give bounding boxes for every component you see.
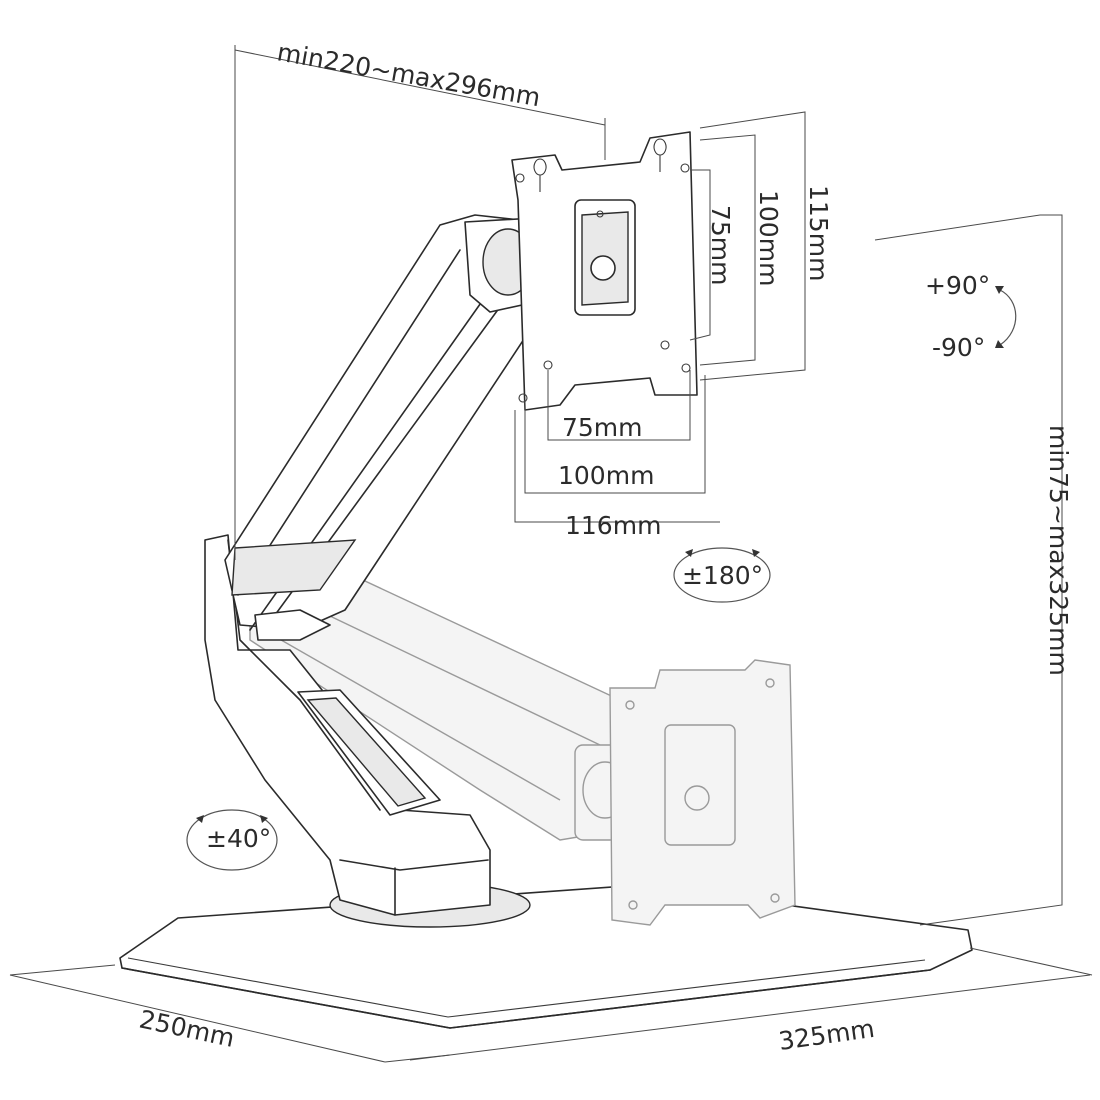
tilt-minus-label: -90° [932,333,985,362]
tilt-indicator [995,286,1017,348]
vesa-horizontal-100-label: 100mm [558,461,654,490]
plate-width-116-label: 116mm [565,511,661,540]
swivel-head-indicator [673,547,771,603]
height-range-label: min75~max325mm [1044,425,1073,676]
swivel-head-label: ±180° [682,561,763,590]
swivel-base-label: ±40° [206,824,271,853]
dimension-lines [9,45,1093,1063]
vesa-vertical-75-label: 75mm [706,205,735,286]
main-arm-raised [224,214,546,641]
vesa-horizontal-75-label: 75mm [562,413,643,442]
base-plate [119,882,973,1029]
arm-reach-label: min220~max296mm [275,37,543,112]
base-width-label: 325mm [777,1014,877,1056]
column-riser [204,534,491,916]
tilt-plus-label: +90° [925,271,990,300]
plate-height-115-label: 115mm [804,185,833,281]
base-depth-label: 250mm [137,1005,237,1053]
vesa-vertical-100-label: 100mm [754,190,783,286]
swivel-base-indicator [186,809,278,871]
vesa-plate-raised [511,131,698,411]
